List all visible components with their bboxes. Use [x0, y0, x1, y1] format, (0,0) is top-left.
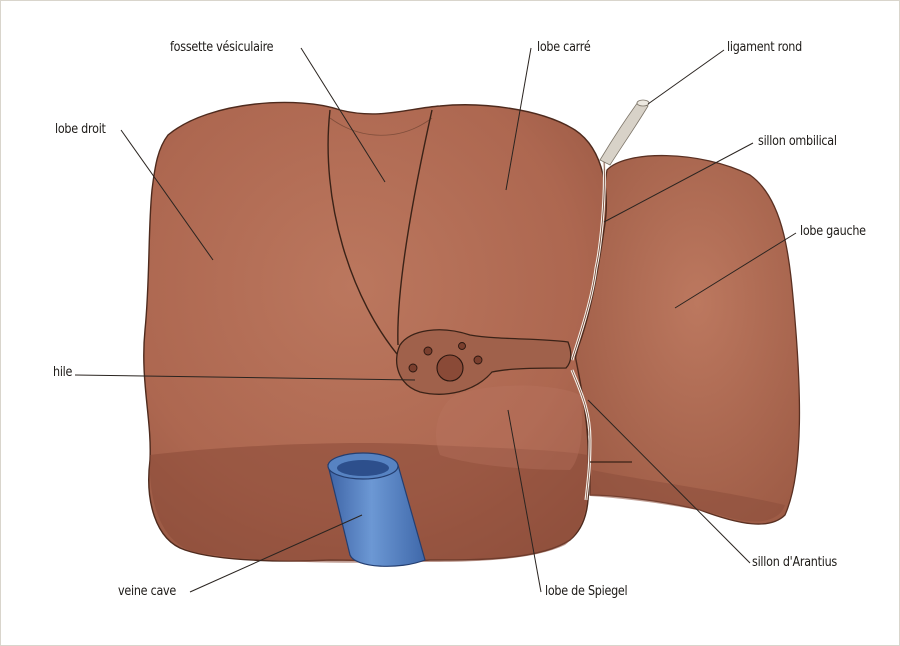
label-sillon-arantius: sillon d'Arantius [752, 555, 837, 570]
label-sillon-ombilical: sillon ombilical [758, 134, 837, 149]
label-veine-cave: veine cave [118, 584, 176, 599]
label-lobe-gauche: lobe gauche [800, 224, 866, 239]
label-lobe-carre: lobe carré [537, 40, 591, 55]
label-lobe-droit: lobe droit [55, 122, 106, 137]
round-ligament-shape [600, 102, 648, 165]
label-hile: hile [53, 365, 72, 380]
label-lobe-de-spiegel: lobe de Spiegel [545, 584, 627, 599]
label-fossette-vesiculaire: fossette vésiculaire [170, 40, 273, 55]
label-ligament-rond: ligament rond [727, 40, 802, 55]
